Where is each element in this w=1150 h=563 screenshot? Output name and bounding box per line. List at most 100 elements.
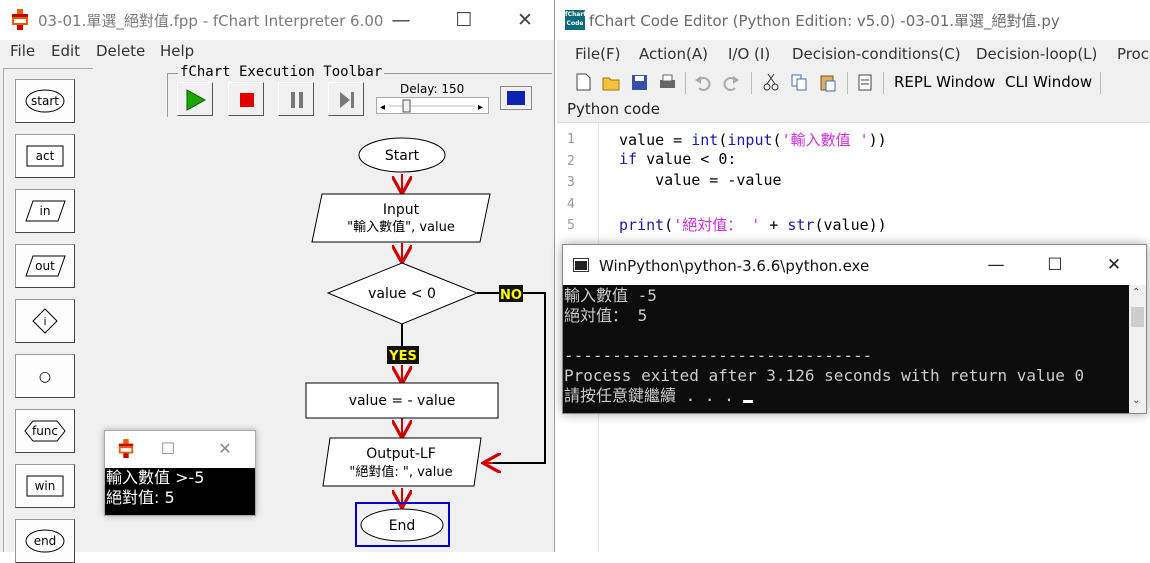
palette-decision-button[interactable]: i — [15, 299, 75, 343]
console-prompt-line: 請按任意鍵繼續 . . . — [564, 386, 754, 406]
cut-icon[interactable] — [761, 72, 781, 92]
svg-text:func: func — [32, 424, 58, 438]
left-menubar: File Edit Delete Help — [0, 40, 554, 62]
console-line: -------------------------------- — [564, 346, 873, 365]
menu-file[interactable]: File — [10, 42, 36, 60]
mini-output-line: 絕對值: 5 — [106, 488, 175, 507]
screen-button[interactable] — [500, 86, 532, 110]
svg-text:○: ○ — [39, 369, 51, 385]
pause-button[interactable] — [278, 82, 314, 116]
mini-output-window[interactable]: ☐ ✕ 輸入數值 >-5 絕對值: 5 — [104, 430, 256, 516]
code-line-1: value = int(input('輸入數值 ')) — [619, 131, 887, 149]
fchart-interpreter-window: 03-01.單選_絕對值.fpp - fChart Interpreter 6.… — [0, 0, 555, 563]
stop-icon — [240, 93, 254, 107]
svg-text:Start: Start — [385, 148, 420, 164]
menu-decision-loop[interactable]: Decision-loop(L) — [976, 45, 1098, 63]
pause-icon — [291, 92, 303, 108]
code-panel-caption: Python code — [567, 100, 660, 118]
step-button[interactable] — [328, 82, 364, 116]
play-icon — [186, 89, 207, 111]
svg-text:start: start — [31, 94, 59, 108]
svg-text:act: act — [36, 149, 55, 163]
menu-action[interactable]: Action(A) — [639, 45, 708, 63]
console-minimize-button[interactable]: — — [987, 255, 1005, 275]
run-script-icon[interactable] — [855, 72, 875, 92]
svg-text:"輸入數值", value: "輸入數值", value — [347, 219, 455, 235]
scroll-down-icon[interactable]: ⌄ — [1132, 395, 1141, 406]
palette-end-button[interactable]: end — [15, 519, 75, 563]
copy-icon[interactable] — [789, 72, 809, 92]
toolbar-separator — [1100, 72, 1101, 94]
mini-close-button[interactable]: ✕ — [218, 439, 232, 458]
flow-action-node[interactable]: value = - value — [305, 382, 499, 419]
palette-out-button[interactable]: out — [15, 244, 75, 288]
yes-branch-label: YES — [387, 346, 419, 364]
repl-window-button[interactable]: REPL Window — [894, 73, 996, 91]
svg-text:"絕對值: ", value: "絕對值: ", value — [349, 464, 452, 480]
svg-text:Output-LF: Output-LF — [366, 446, 436, 462]
console-window-title: WinPython\python-3.6.6\python.exe — [599, 257, 870, 275]
palette-start-button[interactable]: start — [15, 79, 75, 123]
new-file-icon[interactable] — [573, 72, 593, 92]
mini-output-console: 輸入數值 >-5 絕對值: 5 — [105, 468, 255, 515]
svg-text:▸: ▸ — [478, 102, 483, 113]
menu-delete[interactable]: Delete — [96, 42, 146, 60]
stop-button[interactable] — [228, 82, 264, 116]
delay-slider-thumb[interactable] — [402, 99, 411, 113]
palette-func-button[interactable]: func — [15, 409, 75, 453]
paste-icon[interactable] — [817, 72, 837, 92]
python-console-window[interactable]: WinPython\python-3.6.6\python.exe — ☐ ✕ … — [562, 244, 1147, 414]
line-number: 1 — [567, 132, 575, 147]
menu-file[interactable]: File(F) — [575, 45, 621, 63]
flow-end-node[interactable]: End — [355, 502, 450, 547]
svg-text:win: win — [35, 479, 56, 493]
console-scrollbar[interactable]: ⌃ ⌄ — [1129, 285, 1146, 413]
console-close-button[interactable]: ✕ — [1106, 255, 1122, 275]
fchart-app-icon — [12, 9, 28, 30]
run-button[interactable] — [177, 82, 213, 116]
flow-input-node[interactable]: Input "輸入數值", value — [311, 193, 491, 243]
scrollbar-thumb[interactable] — [1131, 307, 1144, 327]
menu-decision-conditions[interactable]: Decision-conditions(C) — [792, 45, 961, 63]
save-icon[interactable] — [629, 72, 649, 92]
console-output[interactable]: 輸入數值 -5 絕対值： 5 -------------------------… — [563, 285, 1129, 413]
minimize-button[interactable]: — — [391, 9, 411, 31]
close-button[interactable]: ✕ — [517, 9, 533, 31]
menu-help[interactable]: Help — [160, 42, 195, 60]
flow-output-node[interactable]: Output-LF "絕對值: ", value — [322, 437, 482, 487]
menu-edit[interactable]: Edit — [51, 42, 81, 60]
right-menubar: File(F) Action(A) I/O (I) Decision-condi… — [557, 40, 1150, 67]
maximize-button[interactable]: ☐ — [455, 9, 473, 31]
palette-connector-button[interactable]: ○ — [15, 354, 75, 398]
undo-icon[interactable] — [693, 72, 713, 92]
menu-proc[interactable]: Proc — [1117, 45, 1150, 63]
code-line-5: print('絕対值： ' + str(value)) — [619, 216, 887, 234]
shape-palette: start act in out i ○ func win — [3, 68, 93, 563]
svg-text:value < 0: value < 0 — [368, 286, 436, 302]
redo-icon[interactable] — [721, 72, 741, 92]
scroll-up-icon[interactable]: ⌃ — [1132, 287, 1141, 298]
flowchart-canvas[interactable]: Start Input "輸入數值", value value < 0 NO Y… — [93, 118, 555, 552]
print-icon[interactable] — [657, 72, 677, 92]
palette-act-button[interactable]: act — [15, 134, 75, 178]
left-titlebar[interactable]: 03-01.單選_絕對值.fpp - fChart Interpreter 6.… — [0, 0, 554, 40]
line-number: 2 — [567, 154, 575, 169]
cli-window-button[interactable]: CLI Window — [1005, 73, 1093, 91]
flow-start-node[interactable]: Start — [358, 137, 446, 173]
mini-output-titlebar[interactable]: ☐ ✕ — [105, 431, 255, 467]
mini-maximize-button[interactable]: ☐ — [160, 439, 176, 458]
console-line: Process exited after 3.126 seconds with … — [564, 366, 1085, 385]
delay-slider[interactable]: ◂ ▸ — [376, 97, 489, 114]
palette-in-button[interactable]: in — [15, 189, 75, 233]
flow-decision-node[interactable]: value < 0 — [326, 262, 479, 325]
console-maximize-button[interactable]: ☐ — [1047, 255, 1063, 275]
console-app-icon — [573, 258, 589, 272]
code-line-3: value = -value — [619, 171, 782, 189]
svg-text:end: end — [34, 534, 57, 548]
menu-io[interactable]: I/O (I) — [728, 45, 771, 63]
palette-win-button[interactable]: win — [15, 464, 75, 508]
open-folder-icon[interactable] — [601, 72, 621, 92]
line-number: 3 — [567, 175, 575, 190]
